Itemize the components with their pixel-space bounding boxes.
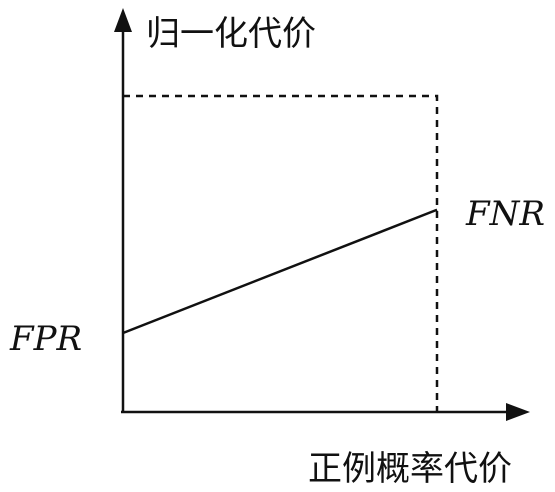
fnr-label: FNR (465, 194, 545, 234)
x-axis-arrowhead (506, 403, 530, 421)
y-axis-arrowhead (114, 8, 132, 32)
x-axis-label: 正例概率代价 (308, 449, 512, 489)
fpr-label: FPR (9, 319, 82, 359)
cost-line (122, 208, 438, 335)
dashed-reference-box (123, 94, 439, 412)
y-axis-label: 归一化代价 (146, 14, 316, 54)
